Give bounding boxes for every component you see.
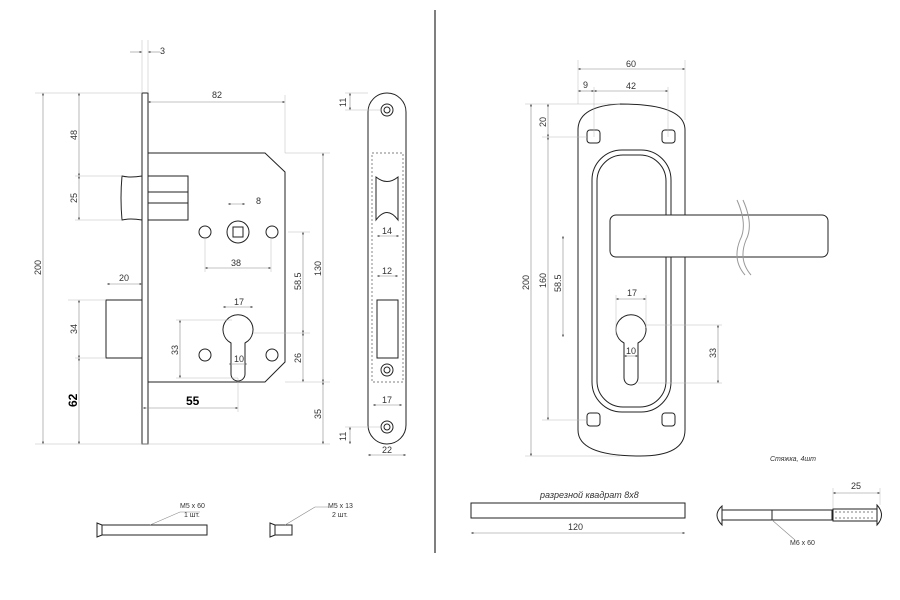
dimension-lines: [35, 40, 330, 445]
dim-deadbolt-to-bottom: 62: [66, 393, 80, 407]
tie-bolt: [721, 509, 833, 521]
dim-strike-inner-width: 17: [382, 395, 392, 405]
dim-centre-distance: 58.5: [293, 272, 303, 290]
screw-short-size: M5 x 13: [328, 503, 353, 510]
dim-latch-height: 25: [69, 193, 79, 203]
dim-cylinder-height: 33: [170, 345, 180, 355]
faceplate: [141, 92, 149, 445]
spindle-length: 120: [568, 522, 583, 532]
screw-long-head: [96, 522, 103, 538]
tie-bolt-size: M6 x 60: [790, 540, 815, 547]
dim-cylinder-slot: 10: [234, 354, 244, 364]
dim-top-to-latch: 48: [69, 130, 79, 140]
dim-deadbolt-height: 34: [69, 324, 79, 334]
screw-hole: [198, 225, 212, 239]
screw-short: [274, 524, 293, 536]
tie-note: Стяжка, 4шт: [770, 456, 816, 463]
dim-strike-width: 22: [382, 445, 392, 455]
tie-sleeve-length: 25: [851, 481, 861, 491]
spindle-square: [232, 226, 244, 238]
dim-top-hole: 20: [538, 117, 548, 127]
cylinder-hole: [222, 314, 254, 382]
latch-bolt: [120, 175, 143, 221]
dim-bolt-opening: 12: [382, 266, 392, 276]
spindle-label: разрезной квадрат 8х8: [539, 490, 639, 500]
screw-long-size: M5 x 60: [180, 503, 205, 510]
dim-hole-spacing-h: 42: [626, 81, 636, 91]
dim-body-height: 130: [313, 261, 323, 276]
dim-cylinder-height: 33: [708, 348, 718, 358]
dim-cylinder-width: 17: [234, 297, 244, 307]
spindle-rod: [470, 502, 686, 519]
screw-short-qty: 2 шт.: [332, 512, 348, 519]
dim-depth: 82: [212, 90, 222, 100]
handle-plate: [577, 103, 686, 457]
dim-centre-distance: 58.5: [553, 274, 563, 292]
dim-height: 200: [33, 260, 43, 275]
screw-long: [101, 524, 208, 536]
deadbolt: [105, 299, 143, 359]
dim-handle-width: 60: [626, 59, 636, 69]
dim-deadbolt-throw: 20: [119, 273, 129, 283]
lock-body-view: 3 82 200 48 25 34 62 20 8 38 17 33 10 55…: [33, 40, 330, 445]
latch-tail: [147, 175, 189, 221]
strike-plate-view: 11 14 12 17 22 11: [338, 92, 407, 457]
dim-strike-bottom-hole: 11: [338, 432, 348, 441]
screw-hole: [265, 225, 279, 239]
handle-view: 60 9 42 200 20 160 58.5 17 10 33 Стяжка,…: [521, 59, 829, 463]
dim-hole-offset: 9: [583, 80, 588, 90]
dim-hole-spacing-v: 160: [538, 273, 548, 288]
dim-latch-opening: 14: [382, 226, 392, 236]
dim-backset: 55: [186, 394, 200, 408]
dim-hole-spacing: 38: [231, 258, 241, 268]
bolt-opening: [376, 299, 399, 359]
latch-opening: [375, 175, 399, 222]
dim-cylinder-slot: 10: [626, 346, 636, 356]
lever: [609, 214, 829, 258]
dim-cylinder-width: 17: [627, 288, 637, 298]
screw-hole: [265, 348, 279, 362]
tie-sleeve: [832, 508, 878, 522]
dim-body-bottom: 35: [313, 409, 323, 419]
screw-hole: [198, 348, 212, 362]
screw-long-qty: 1 шт.: [184, 512, 200, 519]
dim-handle-height: 200: [521, 275, 531, 290]
tie-bolt-head: [716, 504, 723, 527]
dim-strike-top-hole: 11: [338, 98, 348, 107]
dim-spindle-square: 8: [256, 196, 261, 206]
dim-faceplate-thickness: 3: [160, 46, 165, 56]
dim-cyl-to-bottom: 26: [293, 353, 303, 363]
accessories: M5 x 60 1 шт. M5 x 13 2 шт. разрезной кв…: [96, 481, 882, 547]
